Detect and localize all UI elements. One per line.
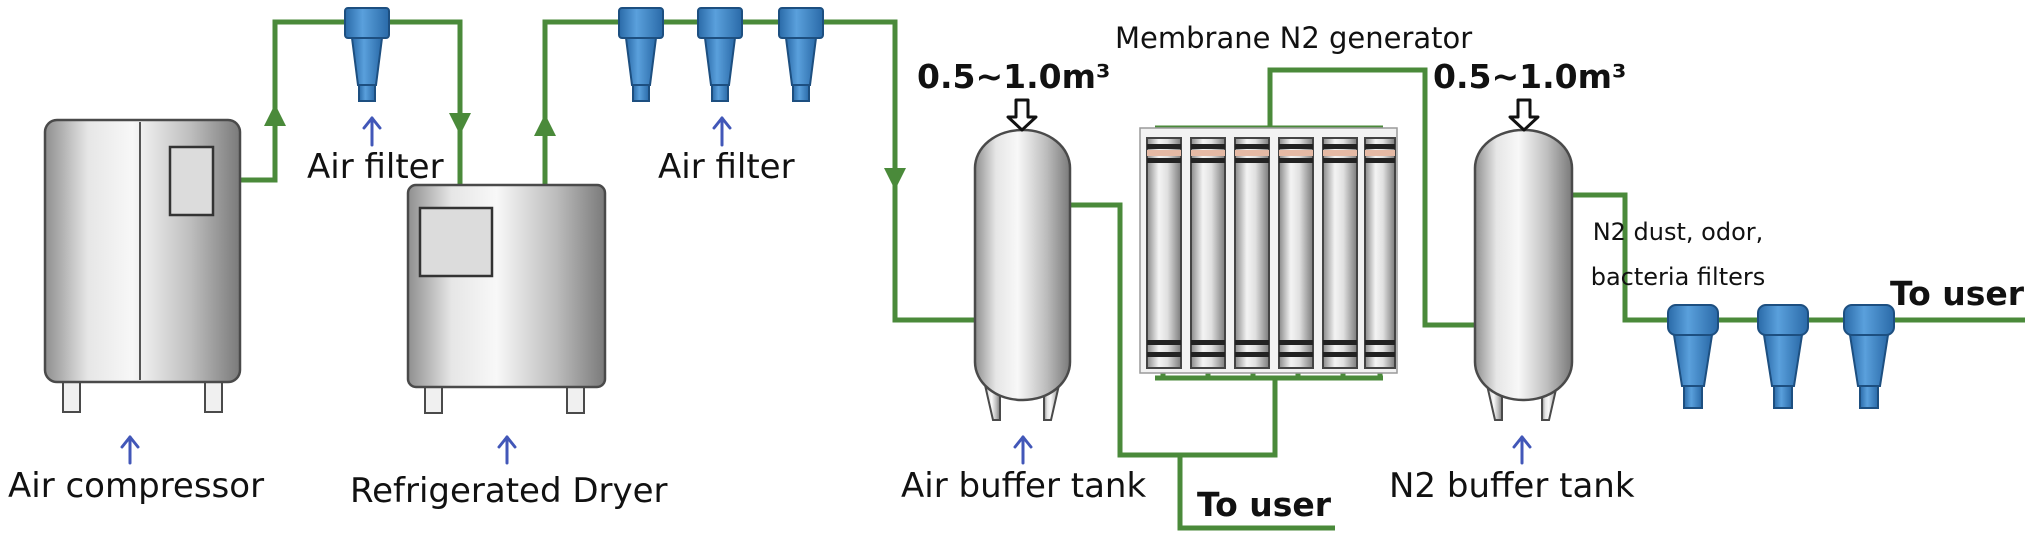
label-air-filter-1: Air filter	[307, 147, 444, 187]
n2-filter-group	[1667, 304, 1895, 409]
label-air-buffer-tank: Air buffer tank	[901, 466, 1146, 506]
membrane-tube	[1278, 137, 1314, 369]
membrane-tube	[1364, 137, 1396, 369]
flow-arrows	[264, 104, 906, 190]
label-to-user-2: To user	[1890, 274, 2025, 313]
membrane-tubes	[1146, 137, 1396, 369]
label-n2-buffer-tank: N2 buffer tank	[1389, 466, 1635, 506]
arrow-down-outline-icon	[1508, 98, 1540, 132]
label-n2-filters-line1: N2 dust, odor,	[1593, 218, 1764, 246]
pipe-n2-tank-to-user	[1572, 192, 2025, 323]
pipe-compressor-to-filter	[240, 19, 463, 185]
label-air-filter-2: Air filter	[658, 147, 795, 187]
label-air-compressor: Air compressor	[8, 466, 264, 506]
label-refrigerated-dryer: Refrigerated Dryer	[350, 471, 668, 511]
arrow-up-icon	[1512, 435, 1532, 465]
label-volume-air-tank: 0.5~1.0m³	[917, 57, 1110, 96]
triangle-arrow-icon	[264, 104, 286, 126]
membrane-tube	[1146, 137, 1182, 369]
membrane-n2-generator	[1139, 127, 1398, 374]
membrane-tube	[1190, 137, 1226, 369]
label-volume-n2-tank: 0.5~1.0m³	[1433, 57, 1626, 96]
membrane-tube	[1322, 137, 1358, 369]
arrow-down-outline-icon	[1006, 98, 1038, 132]
pipe-air-tank-to-membrane	[1070, 202, 1335, 531]
n2-filter	[1667, 304, 1719, 409]
air-compressor	[43, 118, 242, 413]
n2-filter	[1843, 304, 1895, 409]
triangle-arrow-icon	[534, 114, 556, 136]
air-buffer-tank	[973, 128, 1072, 421]
label-to-user-1: To user	[1197, 485, 1332, 524]
air-filter	[778, 7, 824, 102]
pipe-dryer-to-filters	[542, 19, 975, 323]
arrow-up-icon	[1013, 435, 1033, 465]
air-filter	[697, 7, 743, 102]
triangle-arrow-icon	[884, 168, 906, 190]
arrow-up-icon	[120, 435, 140, 465]
arrow-up-icon	[497, 435, 517, 465]
pipe-membrane-to-n2-tank	[1267, 67, 1475, 328]
pipe-membrane-bottom-return	[1180, 378, 1278, 458]
pointer-arrows	[120, 116, 1532, 465]
air-filter-group-2	[618, 7, 824, 102]
air-filter-1	[344, 7, 390, 102]
membrane-tube	[1234, 137, 1270, 369]
n2-filter	[1757, 304, 1809, 409]
refrigerated-dryer	[406, 183, 607, 414]
label-n2-filters-line2: bacteria filters	[1591, 263, 1766, 291]
n2-buffer-tank	[1473, 128, 1574, 421]
air-filter	[618, 7, 664, 102]
triangle-arrow-icon	[449, 113, 471, 135]
arrow-up-icon	[712, 116, 732, 147]
label-membrane-generator: Membrane N2 generator	[1115, 21, 1472, 55]
arrow-up-icon	[362, 116, 382, 147]
